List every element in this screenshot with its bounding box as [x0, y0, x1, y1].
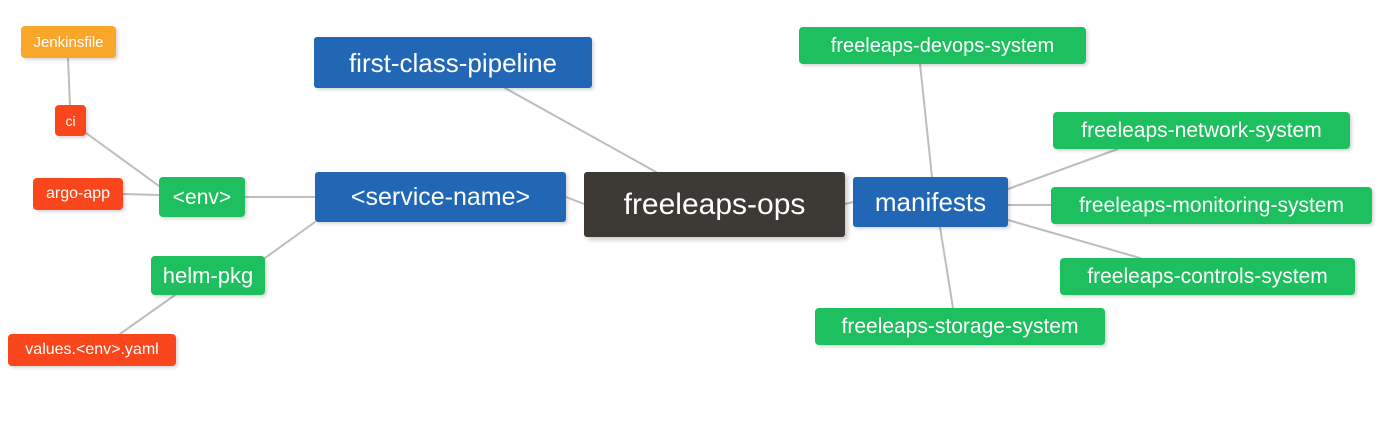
node-label: argo-app: [45, 185, 111, 202]
node-label: <env>: [172, 185, 232, 209]
node-label: freeleaps-ops: [623, 187, 806, 221]
node-label: manifests: [874, 187, 987, 217]
node-service-name[interactable]: <service-name>: [315, 172, 566, 222]
node-label: helm-pkg: [162, 262, 254, 288]
node-label: values.<env>.yaml: [25, 341, 159, 358]
node-label: freeleaps-controls-system: [1087, 265, 1328, 288]
node-label: first-class-pipeline: [348, 47, 558, 78]
node-root[interactable]: freeleaps-ops: [584, 172, 845, 237]
node-jenkinsfile[interactable]: Jenkinsfile: [21, 26, 116, 58]
node-label: ci: [65, 112, 76, 129]
node-manifests[interactable]: manifests: [853, 177, 1008, 227]
edge-manifests-to-freeleaps-network-system: [1007, 148, 1119, 190]
node-values-yaml[interactable]: values.<env>.yaml: [8, 334, 176, 366]
node-freeleaps-devops-system[interactable]: freeleaps-devops-system: [799, 27, 1086, 64]
edge-service-name-to-helm-pkg: [264, 221, 316, 259]
node-argo-app[interactable]: argo-app: [33, 178, 123, 210]
node-freeleaps-network-system[interactable]: freeleaps-network-system: [1053, 112, 1350, 149]
node-label: freeleaps-storage-system: [841, 315, 1079, 338]
edge-env-to-argo-app: [122, 193, 160, 196]
node-label: <service-name>: [350, 182, 531, 211]
node-label: freeleaps-devops-system: [830, 34, 1055, 57]
node-freeleaps-controls-system[interactable]: freeleaps-controls-system: [1060, 258, 1355, 295]
edge-manifests-to-freeleaps-devops-system: [919, 63, 933, 178]
node-env[interactable]: <env>: [159, 177, 245, 217]
edge-manifests-to-freeleaps-storage-system: [939, 226, 954, 309]
edge-root-to-service-name: [565, 196, 585, 205]
node-helm-pkg[interactable]: helm-pkg: [151, 256, 265, 295]
node-freeleaps-storage-system[interactable]: freeleaps-storage-system: [815, 308, 1105, 345]
node-freeleaps-monitoring-system[interactable]: freeleaps-monitoring-system: [1051, 187, 1372, 224]
node-ci[interactable]: ci: [55, 105, 86, 136]
edge-ci-to-jenkinsfile: [67, 57, 71, 106]
edge-root-to-first-class-pipeline: [504, 87, 657, 173]
node-first-class-pipeline[interactable]: first-class-pipeline: [314, 37, 592, 88]
node-label: Jenkinsfile: [33, 33, 104, 51]
edge-root-to-manifests: [844, 201, 854, 205]
node-label: freeleaps-monitoring-system: [1079, 194, 1344, 217]
edge-manifests-to-freeleaps-controls-system: [1007, 219, 1141, 259]
node-label: freeleaps-network-system: [1081, 119, 1322, 142]
edge-helm-pkg-to-values-yaml: [119, 294, 176, 335]
